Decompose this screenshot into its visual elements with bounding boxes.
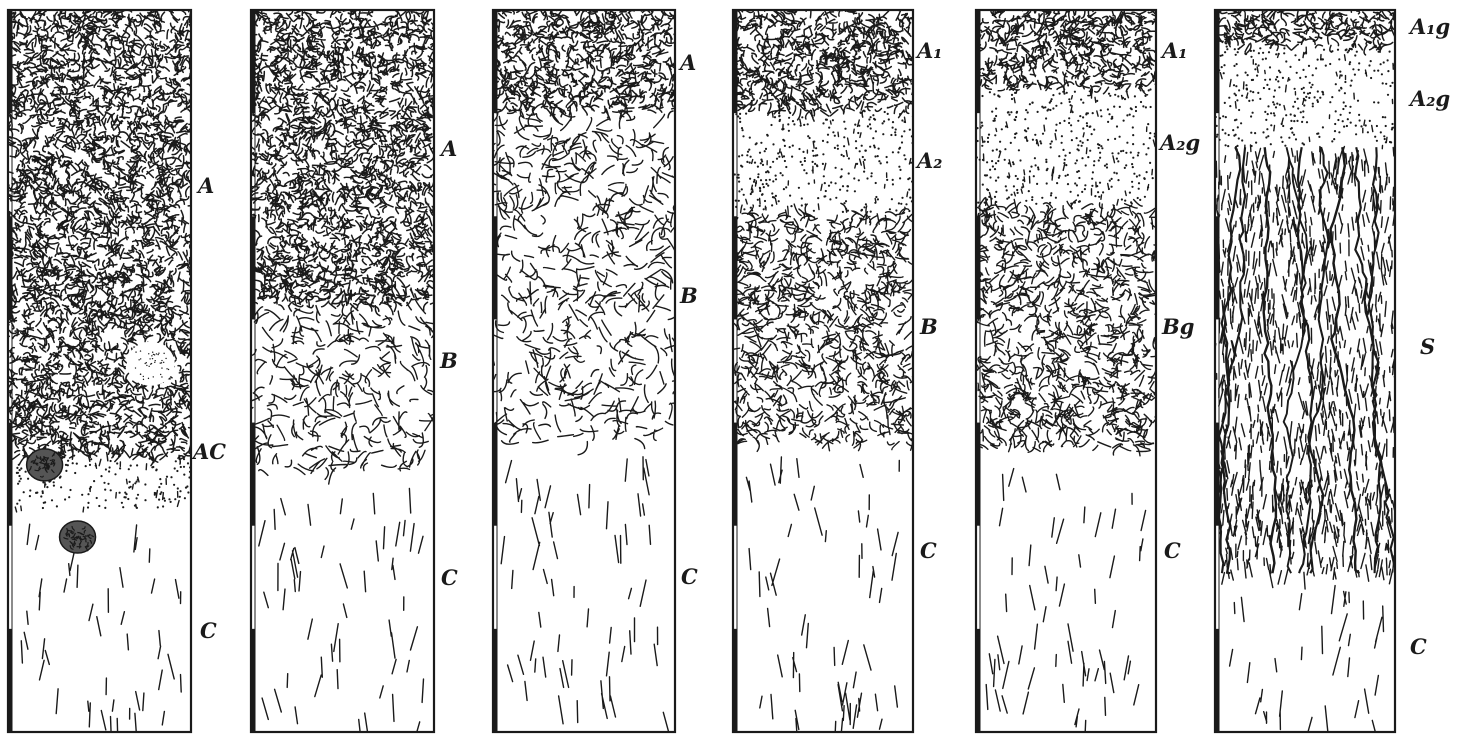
horizon-texture-6-2 xyxy=(1220,47,1393,152)
p5-label-bg: Bg xyxy=(1162,316,1194,337)
horizon-texture-4-1 xyxy=(724,0,920,121)
horizon-texture-3-2 xyxy=(480,103,688,455)
p5-label-a1: A₁ xyxy=(1162,40,1188,61)
horizon-texture-2-1 xyxy=(243,3,441,316)
column-frame-3 xyxy=(493,10,675,732)
p6-label-a2g: A₂g xyxy=(1410,88,1450,109)
soil-column-3 xyxy=(480,3,688,737)
p4-label-b: B xyxy=(920,316,938,337)
horizon-texture-2-3 xyxy=(259,488,424,737)
p3-label-a: A xyxy=(680,52,696,73)
p5-label-a2g: A₂g xyxy=(1160,132,1200,153)
dark-concretion xyxy=(27,449,63,481)
p1-label-ac: AC xyxy=(193,441,226,462)
p1-label-a: A xyxy=(198,175,214,196)
p2-label-b: B xyxy=(440,350,458,371)
p1-label-c: C xyxy=(200,620,217,641)
horizon-texture-2-2 xyxy=(239,300,444,484)
horizon-texture-6-3 xyxy=(1213,147,1397,589)
soil-column-2 xyxy=(239,3,444,737)
soil-column-6 xyxy=(1210,2,1398,737)
p2-label-a: A xyxy=(441,138,457,159)
horizon-texture-5-2 xyxy=(982,90,1155,206)
soil-column-5 xyxy=(965,3,1166,737)
dark-concretion xyxy=(60,521,96,553)
p4-label-a1: A₁ xyxy=(917,40,943,61)
horizon-texture-5-4 xyxy=(986,469,1145,737)
p4-label-a2: A₂ xyxy=(917,150,943,171)
p6-label-s: S xyxy=(1420,336,1435,357)
p3-label-b: B xyxy=(680,285,698,306)
horizon-texture-1-1 xyxy=(0,1,198,466)
horizon-dots-6-2 xyxy=(1215,45,1396,148)
p3-label-c: C xyxy=(681,566,698,587)
horizon-texture-5-3 xyxy=(965,193,1166,456)
p6-label-a1g: A₁g xyxy=(1410,16,1450,37)
horizon-texture-1-3 xyxy=(21,523,181,736)
horizon-texture-3-1 xyxy=(488,3,682,120)
soil-column-1 xyxy=(0,1,198,736)
p4-label-c: C xyxy=(920,540,937,561)
horizon-texture-4-4 xyxy=(746,457,899,737)
horizon-texture-3-3 xyxy=(501,457,670,737)
horizon-texture-6-4 xyxy=(1230,586,1384,737)
horizon-texture-4-3 xyxy=(723,203,921,451)
p2-label-c: C xyxy=(441,567,458,588)
horizon-texture-5-1 xyxy=(967,3,1163,99)
column-frame-6 xyxy=(1215,10,1395,732)
horizon-dots-5-2 xyxy=(976,88,1156,204)
p5-label-c: C xyxy=(1164,540,1181,561)
p6-label-c: C xyxy=(1410,636,1427,657)
soil-column-4 xyxy=(723,0,921,737)
horizon-dots-4-2 xyxy=(734,110,914,213)
